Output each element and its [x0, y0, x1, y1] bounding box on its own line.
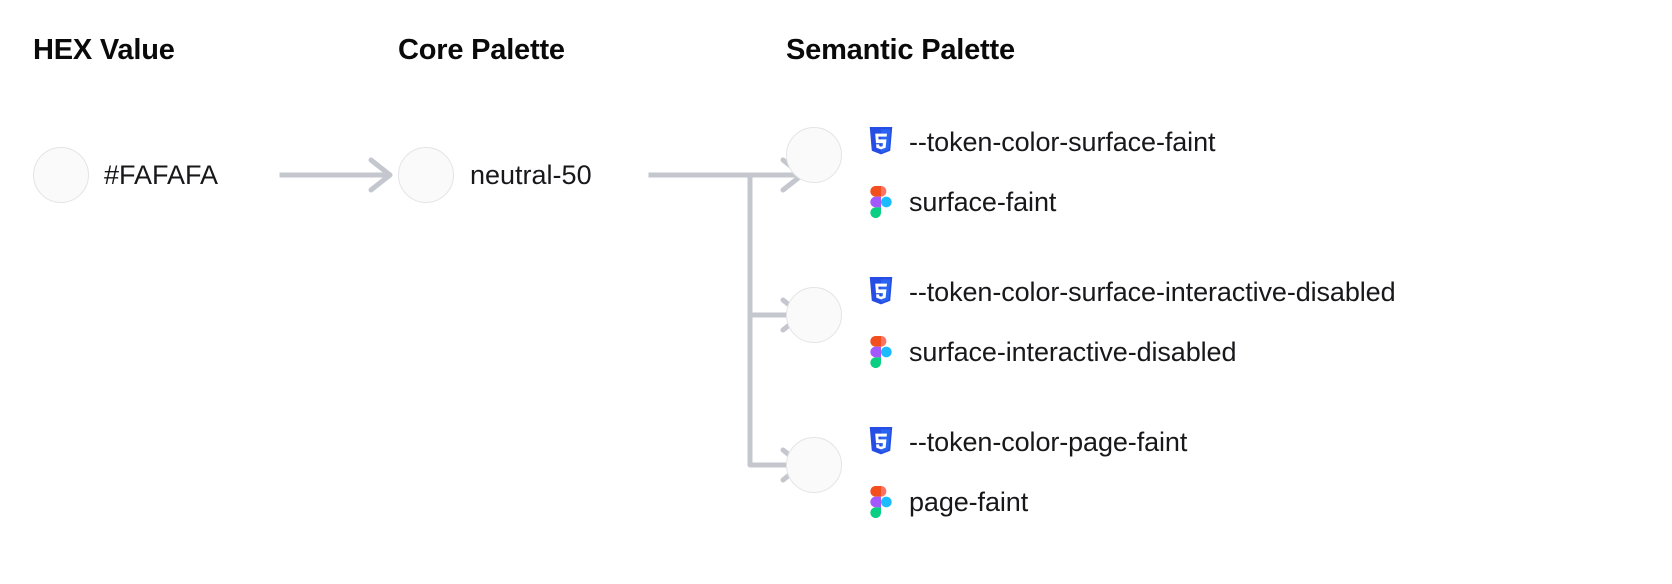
- css-token-label: --token-color-surface-interactive-disabl…: [909, 276, 1396, 307]
- figma-token-row: page-faint: [866, 472, 1187, 532]
- column-heading-semantic-palette: Semantic Palette: [786, 34, 1015, 66]
- swatch-semantic-surface-faint[interactable]: [786, 127, 842, 183]
- figma-token-row: surface-faint: [866, 172, 1215, 232]
- swatch-hex-value[interactable]: [33, 147, 89, 203]
- css-token-label: --token-color-surface-faint: [909, 126, 1216, 157]
- figma-icon: [866, 335, 896, 369]
- swatch-semantic-page-faint[interactable]: [786, 437, 842, 493]
- column-heading-hex-value: HEX Value: [33, 34, 175, 66]
- figma-icon: [866, 485, 896, 519]
- css-token-row: --token-color-page-faint: [866, 412, 1187, 472]
- css-token-label: --token-color-page-faint: [909, 426, 1188, 457]
- figma-token-row: surface-interactive-disabled: [866, 322, 1396, 382]
- swatch-core-palette[interactable]: [398, 147, 454, 203]
- css3-icon: [866, 275, 896, 309]
- css-token-row: --token-color-surface-interactive-disabl…: [866, 262, 1396, 322]
- figma-icon: [866, 185, 896, 219]
- css3-icon: [866, 125, 896, 159]
- hex-value-label: #FAFAFA: [104, 160, 219, 190]
- semantic-token-group: --token-color-surface-faint surface-fain…: [866, 112, 1216, 232]
- figma-token-label: page-faint: [909, 486, 1029, 517]
- figma-token-label: surface-interactive-disabled: [909, 336, 1237, 367]
- semantic-token-group: --token-color-surface-interactive-disabl…: [866, 262, 1396, 382]
- css3-icon: [866, 425, 896, 459]
- column-heading-core-palette: Core Palette: [398, 34, 565, 66]
- core-palette-label: neutral-50: [470, 160, 592, 190]
- css-token-row: --token-color-surface-faint: [866, 112, 1216, 172]
- semantic-token-group: --token-color-page-faint page-faint: [866, 412, 1187, 532]
- figma-token-label: surface-faint: [909, 186, 1057, 217]
- swatch-semantic-surface-interactive-disabled[interactable]: [786, 287, 842, 343]
